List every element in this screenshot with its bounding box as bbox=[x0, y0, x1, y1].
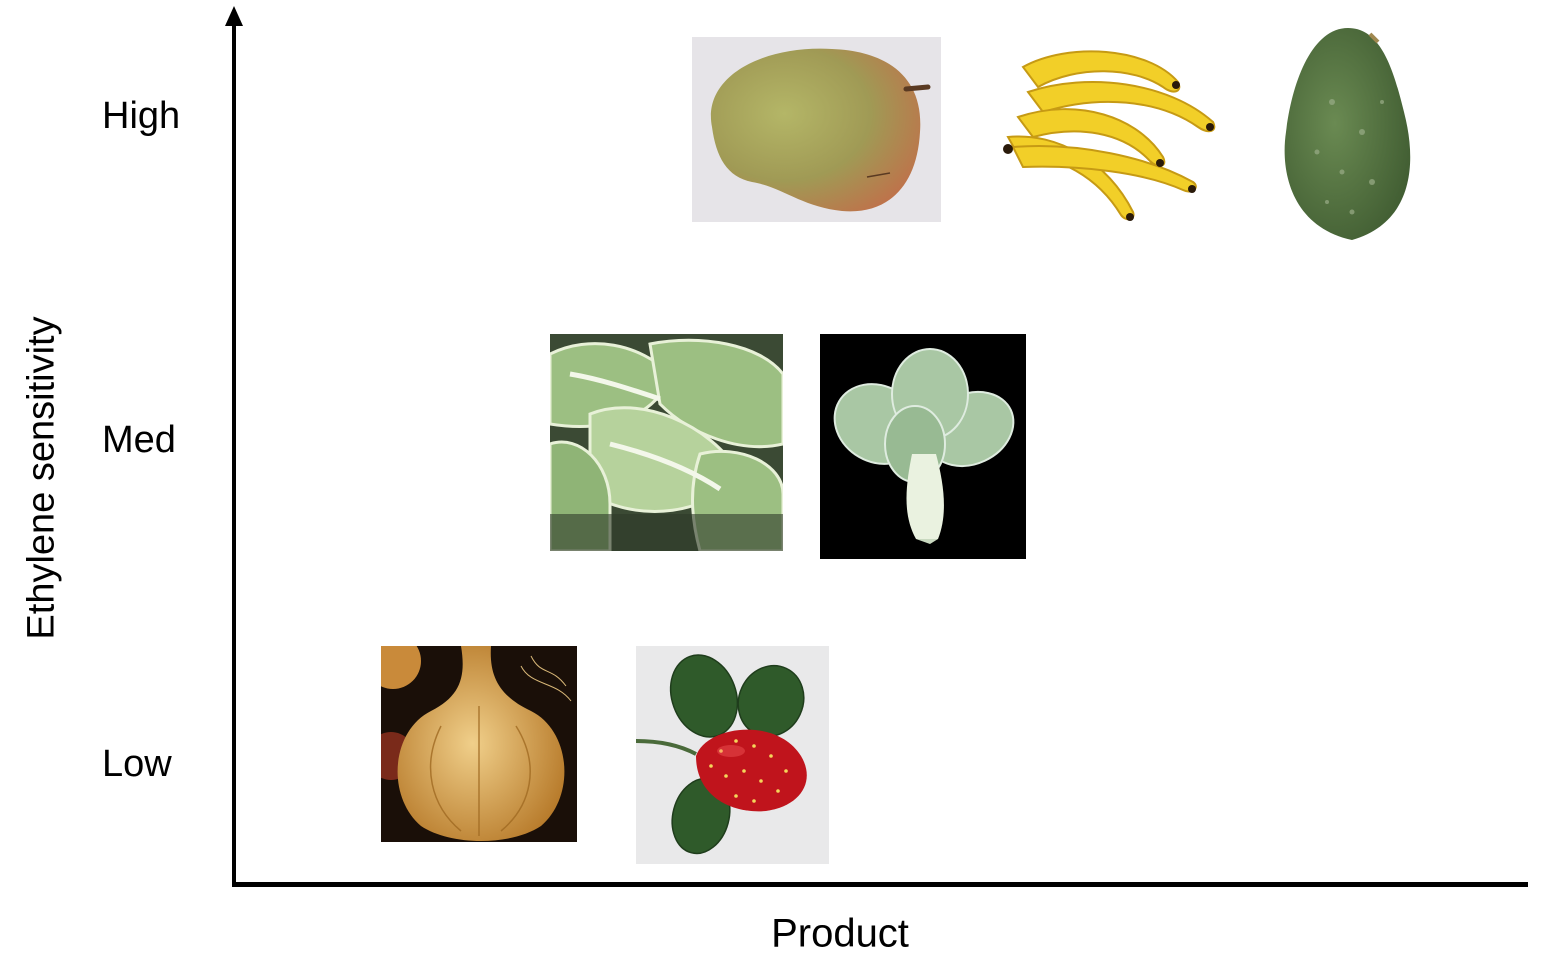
avocado-image bbox=[1272, 22, 1424, 246]
y-axis-label: Ethylene sensitivity bbox=[21, 316, 64, 639]
level-label-low: Low bbox=[102, 744, 172, 784]
x-axis bbox=[232, 882, 1528, 887]
level-label-high: High bbox=[102, 96, 180, 136]
strawberry-image bbox=[636, 646, 829, 864]
y-axis-arrowhead bbox=[225, 6, 243, 26]
x-axis-label: Product bbox=[771, 912, 909, 957]
bananas-image bbox=[978, 37, 1242, 230]
bok-choy-image bbox=[820, 334, 1026, 559]
y-axis bbox=[232, 22, 236, 886]
onion-image bbox=[381, 646, 577, 842]
napa-cabbage-image bbox=[550, 334, 783, 551]
level-label-med: Med bbox=[102, 420, 176, 460]
mango-image bbox=[692, 37, 941, 222]
